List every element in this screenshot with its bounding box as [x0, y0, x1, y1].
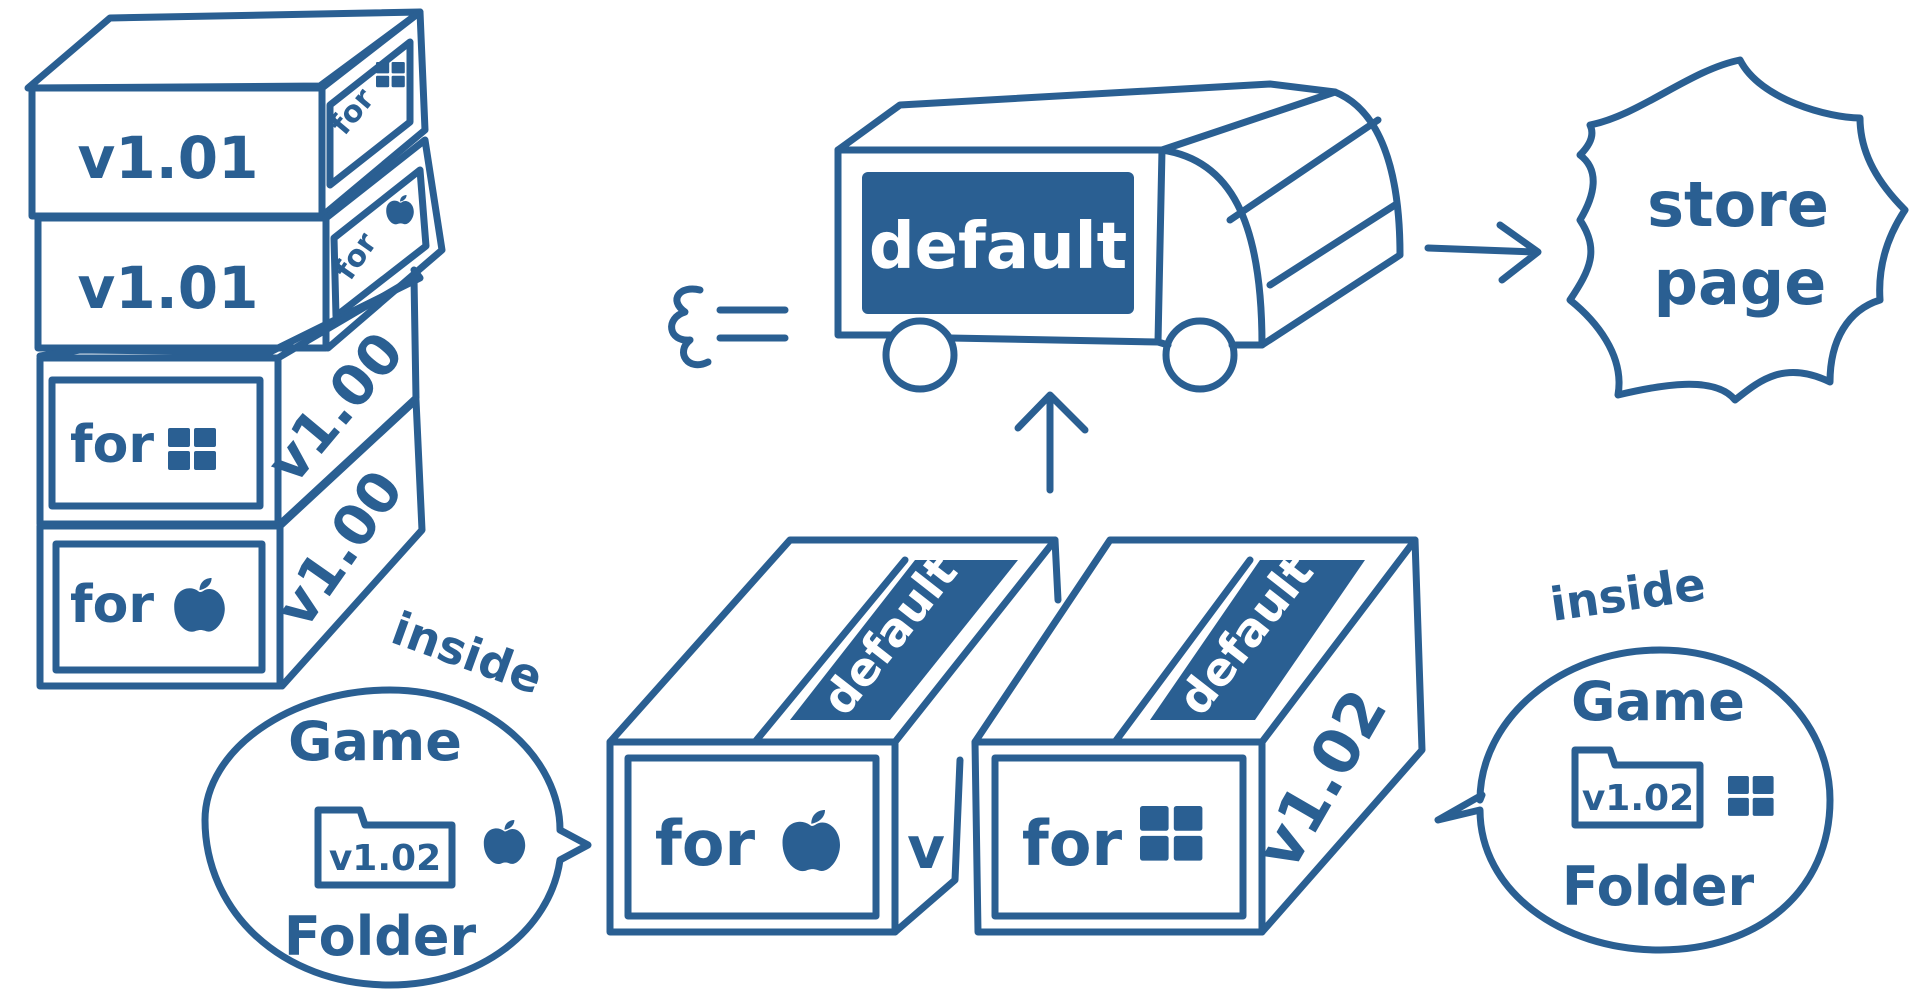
arrow-up-to-truck: [1014, 391, 1089, 494]
bubble-right-line1: Game: [1571, 670, 1745, 733]
windows-icon: [1728, 776, 1774, 816]
stack-box-4: [36, 396, 426, 690]
windows-icon: [376, 62, 405, 88]
folder-icon-right: [1571, 746, 1704, 829]
box-win-top-panel: [1150, 560, 1365, 720]
stack-box-1-version: v1.01: [78, 124, 259, 192]
bubble-right-folder-label: v1.02: [1582, 778, 1694, 819]
box-mac-side-label: v: [907, 814, 945, 882]
stack-box-3-label: for: [70, 415, 154, 475]
bubble-right-line3: Folder: [1562, 855, 1755, 918]
windows-icon: [168, 428, 216, 470]
truck-label: default: [869, 210, 1127, 284]
box-windows: [971, 536, 1426, 936]
arrow-to-store: [1424, 221, 1542, 284]
stack-box-4-label: for: [70, 575, 154, 635]
box-mac: [606, 536, 1062, 936]
bubble-left-folder-label: v1.02: [329, 838, 441, 879]
stacked-boxes-left: [24, 8, 446, 690]
delivery-truck: [834, 80, 1404, 393]
store-page-line1: store: [1647, 168, 1829, 241]
box-mac-top-panel: [790, 560, 1018, 720]
speech-bubble-right: [1434, 646, 1834, 954]
store-page-starburst: [1566, 56, 1909, 404]
apple-icon: [386, 195, 414, 225]
exhaust-puff-icon: [668, 285, 789, 369]
apple-icon: [483, 820, 526, 864]
bubble-left-line1: Game: [288, 710, 462, 773]
apple-icon: [174, 578, 225, 632]
bubble-right-caption: inside: [1547, 557, 1709, 632]
box-win-front-label: for: [1022, 807, 1123, 880]
windows-icon: [1140, 806, 1203, 861]
truck-label-panel: [862, 172, 1134, 314]
ink-layer: [24, 8, 1909, 989]
apple-icon: [782, 810, 840, 872]
speech-bubble-left: [201, 686, 592, 989]
folder-icon-left: [314, 806, 456, 889]
store-page-line2: page: [1654, 246, 1827, 319]
stack-box-4-version: v1.00: [263, 459, 416, 639]
stack-box-2-version: v1.01: [78, 254, 259, 322]
bubble-left-line3: Folder: [284, 905, 477, 968]
box-mac-front-label: for: [655, 807, 756, 880]
